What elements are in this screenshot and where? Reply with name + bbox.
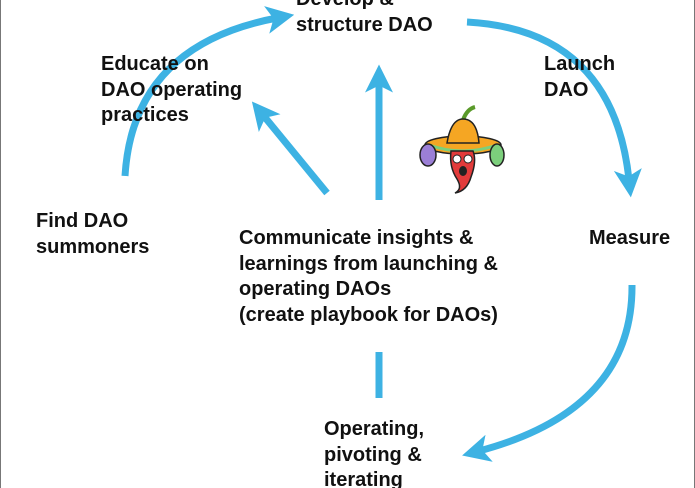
- node-develop-structure-dao: Develop & structure DAO: [296, 0, 433, 36]
- arrow-find-to-develop: [121, 6, 295, 177]
- node-operating-pivoting: Operating, pivoting & iterating: [324, 418, 425, 488]
- arrow-measure-to-operating: [462, 284, 636, 462]
- pepper-mascot-icon: [419, 105, 505, 194]
- node-communicate-insights: Communicate insights & learnings from la…: [239, 227, 498, 326]
- node-launch-dao: Launch DAO: [544, 53, 616, 101]
- arrow-communicate-to-educate: [251, 101, 330, 196]
- arrow-develop-to-launch: [466, 18, 642, 198]
- node-find-summoners: Find DAO summoners: [36, 210, 150, 258]
- node-measure: Measure: [589, 227, 671, 249]
- node-educate: Educate on DAO operating practices: [101, 53, 243, 126]
